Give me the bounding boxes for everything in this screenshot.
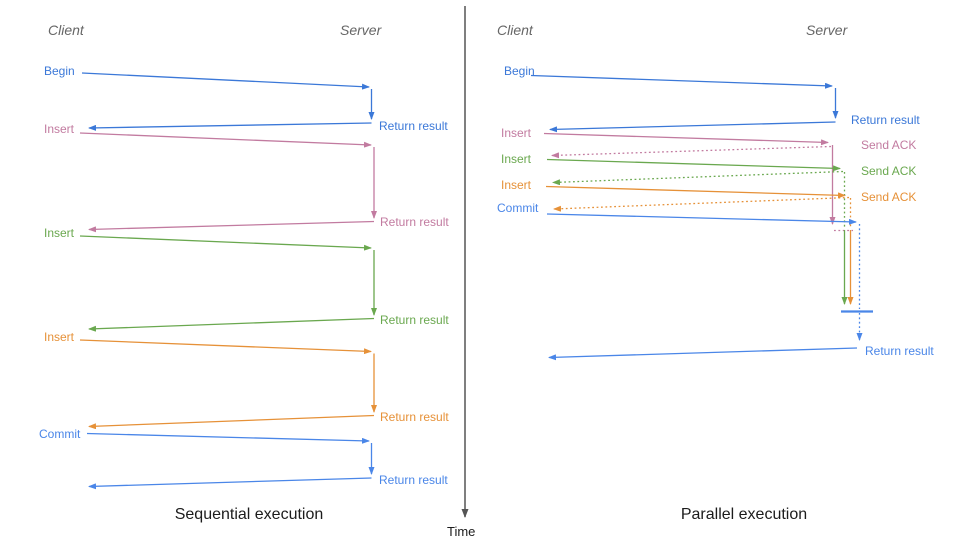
return-result-label: Return result — [380, 410, 449, 424]
message-label: Commit — [39, 427, 81, 441]
return-result-label: Return result — [380, 215, 449, 229]
response-line — [88, 477, 372, 490]
sequential-panel: Client Server Begin Return result Insert… — [39, 22, 449, 523]
request-line — [79, 132, 372, 148]
request-line — [546, 213, 857, 225]
ack-line — [551, 145, 832, 159]
message-label: Insert — [501, 126, 532, 140]
request-line — [530, 74, 833, 89]
client-header: Client — [497, 22, 534, 38]
response-line — [88, 220, 375, 233]
message-label: Insert — [44, 330, 75, 344]
request-line — [79, 339, 372, 355]
panel-title: Sequential execution — [175, 506, 324, 523]
return-result-label: Return result — [379, 473, 448, 487]
response-line — [549, 121, 836, 133]
par-message-begin: Begin Return result — [504, 64, 920, 133]
par-message-insert-1: Insert Send ACK — [501, 126, 916, 232]
request-line — [545, 185, 846, 199]
message-label: Begin — [44, 64, 75, 78]
seq-message-begin: Begin Return result — [44, 64, 448, 133]
server-header: Server — [806, 22, 849, 38]
message-label: Commit — [497, 201, 539, 215]
send-ack-label: Send ACK — [861, 164, 916, 178]
request-line — [543, 132, 829, 146]
request-line — [86, 432, 370, 444]
request-line — [79, 235, 372, 251]
request-line — [546, 158, 841, 172]
request-line — [81, 72, 370, 90]
seq-message-insert-2: Insert Return result — [44, 226, 449, 332]
message-label: Insert — [44, 122, 75, 136]
return-result-label: Return result — [380, 313, 449, 327]
par-message-insert-3: Insert Send ACK — [501, 178, 916, 305]
message-label: Begin — [504, 64, 535, 78]
time-axis-label: Time — [447, 524, 475, 539]
par-message-commit: Commit Return result — [497, 201, 934, 361]
ack-line — [552, 170, 844, 186]
client-header: Client — [48, 22, 85, 38]
server-header: Server — [340, 22, 383, 38]
return-result-label: Return result — [379, 119, 448, 133]
send-ack-label: Send ACK — [861, 138, 916, 152]
response-line — [88, 414, 375, 430]
response-line — [88, 122, 372, 131]
ack-line — [553, 196, 850, 212]
send-ack-label: Send ACK — [861, 190, 916, 204]
parallel-panel: Client Server Begin Return result Insert… — [497, 22, 934, 523]
response-line — [548, 347, 858, 361]
seq-message-insert-1: Insert Return result — [44, 122, 449, 233]
message-label: Insert — [44, 226, 75, 240]
response-line — [88, 317, 375, 332]
return-result-label: Return result — [865, 344, 934, 358]
seq-message-insert-3: Insert Return result — [44, 330, 449, 430]
time-axis: Time — [447, 6, 475, 539]
seq-message-commit: Commit Return result — [39, 427, 448, 490]
panel-title: Parallel execution — [681, 506, 807, 523]
message-label: Insert — [501, 152, 532, 166]
par-message-insert-2: Insert Send ACK — [501, 152, 916, 305]
return-result-label: Return result — [851, 113, 920, 127]
message-label: Insert — [501, 178, 532, 192]
